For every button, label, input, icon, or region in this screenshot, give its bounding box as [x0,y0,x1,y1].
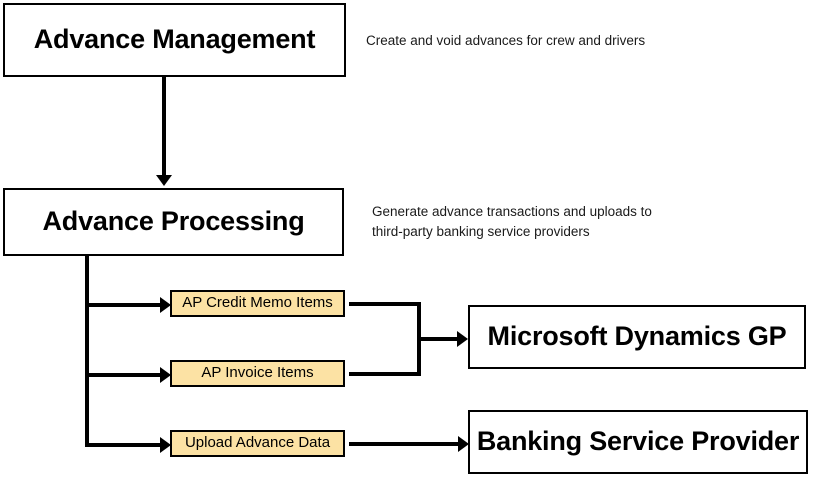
connector-branch-ap-credit-memo-items [85,303,162,307]
node-upload-advance-data-label: Upload Advance Data [184,434,331,452]
node-advance-processing-label: Advance Processing [42,206,305,237]
connector-branch-ap-invoice-items [85,373,162,377]
annotation-advance-management: Create and void advances for crew and dr… [366,33,646,48]
node-ap-credit-memo-items[interactable]: AP Credit Memo Items [170,290,347,319]
connector-upload-advance-data-to-banking-service-provider [349,442,462,446]
connector-ap-credit-memo-items-to-merge [349,302,421,306]
node-upload-advance-data[interactable]: Upload Advance Data [170,430,347,459]
connector-upload-advance-data-to-banking-service-provider-arrowhead [458,436,469,452]
node-advance-processing[interactable]: Advance Processing [3,188,346,258]
connector-branch-ap-invoice-items-arrowhead [160,367,171,383]
annotation-advance-processing: Generate advance transactions and upload… [372,204,652,239]
node-ap-invoice-items[interactable]: AP Invoice Items [170,360,347,389]
connector-branch-upload-advance-data-arrowhead [160,437,171,453]
node-advance-management[interactable]: Advance Management [3,3,348,79]
node-ap-credit-memo-items-label: AP Credit Memo Items [182,294,333,312]
node-banking-service-provider-label: Banking Service Provider [476,426,800,457]
node-ap-invoice-items-label: AP Invoice Items [201,364,314,382]
connector-branch-ap-credit-memo-items-arrowhead [160,297,171,313]
connector-advance-management-to-advance-processing-arrowhead [156,175,172,186]
connector-ap-invoice-items-to-merge [349,372,421,376]
connector-advance-processing-trunk [85,256,89,447]
connector-advance-management-to-advance-processing-stem [162,77,166,176]
node-banking-service-provider[interactable]: Banking Service Provider [468,410,810,476]
connector-branch-upload-advance-data [85,443,162,447]
node-microsoft-dynamics-gp-label: Microsoft Dynamics GP [487,321,787,352]
connector-merge-to-microsoft-dynamics-gp-arrowhead [457,331,468,347]
node-advance-management-label: Advance Management [33,24,316,55]
connector-merge-to-microsoft-dynamics-gp [417,337,461,341]
node-microsoft-dynamics-gp[interactable]: Microsoft Dynamics GP [468,305,808,371]
